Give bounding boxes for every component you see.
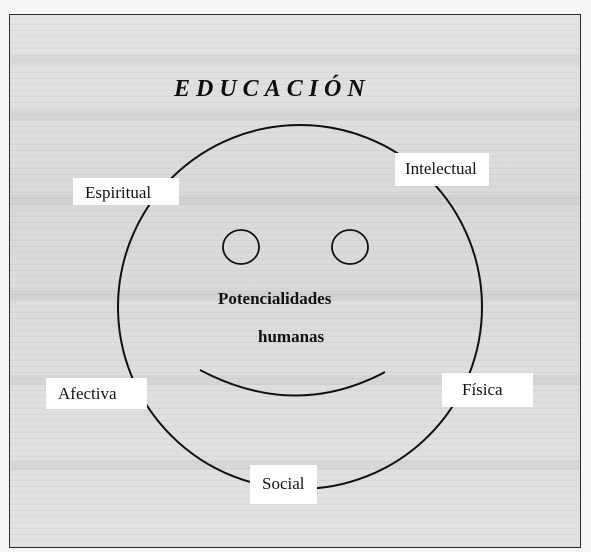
scan-band bbox=[10, 55, 580, 65]
left-eye bbox=[222, 229, 260, 265]
scan-band bbox=[10, 195, 580, 205]
scan-band bbox=[10, 375, 580, 385]
mouth-smile bbox=[199, 369, 386, 397]
label-fisica: Física bbox=[442, 373, 533, 407]
label-intelectual: Intelectual bbox=[395, 153, 489, 186]
label-espiritual: Espiritual bbox=[73, 178, 180, 205]
scan-band bbox=[10, 290, 580, 300]
diagram-frame bbox=[9, 14, 581, 548]
label-afectiva: Afectiva bbox=[46, 378, 147, 409]
diagram-title: EDUCACIÓN bbox=[174, 76, 371, 102]
center-label-line1: Potencialidades bbox=[218, 289, 332, 308]
label-social: Social bbox=[250, 465, 317, 504]
right-eye bbox=[331, 229, 369, 265]
center-label-line2: humanas bbox=[258, 327, 325, 346]
scan-band bbox=[10, 110, 580, 120]
